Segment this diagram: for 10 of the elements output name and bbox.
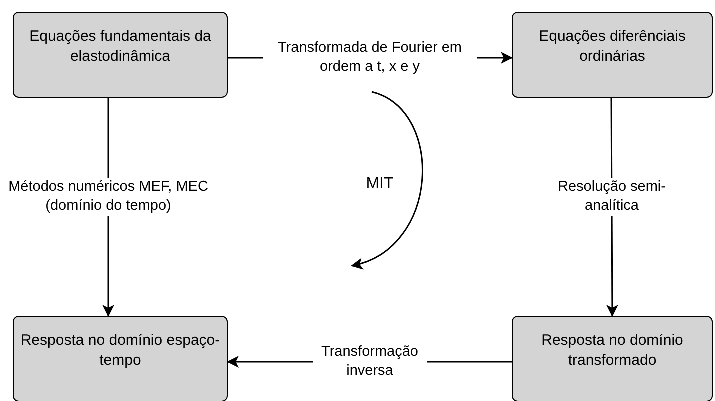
- process-box: [13, 316, 228, 401]
- node-label: Resposta no domínio espaço-tempo: [20, 331, 222, 370]
- process-box: [512, 12, 713, 98]
- edge-label: Transformada de Fourier em ordem a t, x e y: [263, 39, 477, 77]
- process-box: [512, 316, 713, 401]
- node-label: Resposta no domínio transformado: [540, 331, 684, 370]
- node-label: Equações fundamentais da elastodinâmica: [28, 27, 212, 66]
- edge-label: Métodos numéricos MEF, MEC (domínio do tempo): [6, 178, 210, 216]
- node-label: Equações diferênciais ordinárias: [538, 27, 687, 66]
- process-box: [13, 12, 228, 98]
